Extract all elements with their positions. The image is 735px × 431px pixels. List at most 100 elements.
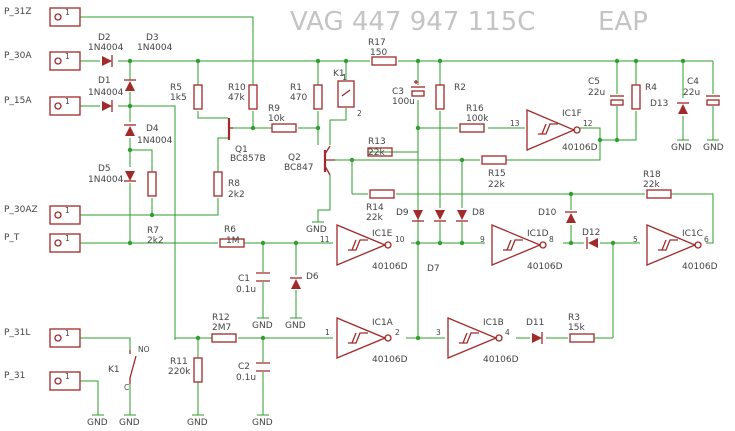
- svg-text:5: 5: [633, 235, 638, 244]
- capacitor-c1: C1 0.1u: [236, 272, 270, 295]
- svg-text:470: 470: [290, 93, 307, 103]
- resistor-r8: R8 2k2: [213, 171, 245, 200]
- resistor-r10: R10 47k: [228, 83, 258, 110]
- svg-text:D3: D3: [146, 33, 159, 43]
- svg-text:40106D: 40106D: [483, 355, 519, 365]
- svg-text:100k: 100k: [466, 114, 489, 124]
- gate-ic1c: IC1C 40106D 5 6: [633, 224, 718, 272]
- capacitor-c5: C5 22u: [588, 77, 624, 106]
- svg-text:2: 2: [357, 109, 362, 118]
- resistor-r16: R16 100k: [459, 104, 489, 133]
- connector-p30az: 1 P_30AZ: [4, 205, 81, 225]
- svg-text:GND: GND: [119, 418, 140, 428]
- svg-text:D6: D6: [306, 272, 319, 282]
- diode-d2: D2 1N4004: [88, 33, 124, 67]
- svg-text:D13: D13: [650, 99, 668, 109]
- svg-text:C: C: [124, 383, 129, 392]
- diode-d5: D5 1N4004: [88, 164, 136, 185]
- gate-ic1b: IC1B 40106D 3 4: [436, 317, 519, 365]
- svg-text:R1: R1: [290, 83, 302, 93]
- svg-text:2k2: 2k2: [228, 190, 245, 200]
- svg-text:D9: D9: [396, 208, 409, 218]
- capacitor-c3: C3 100u: [392, 80, 425, 107]
- svg-text:40106D: 40106D: [372, 355, 408, 365]
- transistor-q1: Q1 BC857B: [227, 118, 266, 164]
- connector-label: P_15A: [4, 96, 32, 106]
- svg-text:R6: R6: [224, 225, 236, 235]
- gate-ic1a: IC1A 40106D 1 2: [325, 317, 408, 365]
- connector-p30a: 1 P_30A: [4, 51, 81, 71]
- junction-dots: [127, 58, 686, 341]
- svg-text:22k: 22k: [488, 180, 505, 190]
- svg-text:22k: 22k: [368, 148, 385, 158]
- svg-text:C5: C5: [588, 77, 600, 87]
- svg-text:4: 4: [505, 328, 510, 337]
- resistor-r11: R11 220k: [168, 357, 203, 383]
- svg-text:D5: D5: [98, 164, 111, 174]
- svg-text:10k: 10k: [268, 114, 285, 124]
- resistor-r1: R1 470: [290, 83, 323, 110]
- diode-d10: D10: [538, 208, 577, 223]
- connector-label: P_31Z: [4, 7, 32, 17]
- resistor-r15: R15 22k: [481, 155, 507, 190]
- diode-d4: D4 1N4004: [124, 124, 173, 146]
- svg-text:BC857B: BC857B: [230, 154, 266, 164]
- svg-text:D8: D8: [472, 208, 485, 218]
- svg-text:IC1B: IC1B: [483, 318, 504, 328]
- svg-text:15k: 15k: [568, 323, 585, 333]
- svg-text:40106D: 40106D: [527, 262, 563, 272]
- svg-text:1N4004: 1N4004: [137, 43, 173, 53]
- svg-text:9: 9: [480, 235, 485, 244]
- svg-text:22k: 22k: [366, 213, 383, 223]
- ground-symbols: GND GND GND GND GND GND GND GND GND: [87, 139, 724, 428]
- diode-d1: D1 1N4004: [88, 76, 124, 112]
- svg-text:150: 150: [370, 48, 387, 58]
- resistor-r9: R9 10k: [268, 104, 297, 133]
- svg-text:10: 10: [395, 235, 405, 244]
- diode-d11: D11: [526, 318, 544, 344]
- resistor-r18: R18 22k: [643, 170, 672, 199]
- connector-label: P_31L: [4, 328, 30, 338]
- resistor-r12: R12 2M7: [211, 313, 237, 343]
- transistor-q2: Q2 BC847: [284, 145, 335, 176]
- gate-ic1f: IC1F 40106D 13 12: [510, 109, 598, 153]
- connector-pt: 1 P_T: [4, 233, 81, 253]
- svg-text:R16: R16: [466, 104, 484, 114]
- connector-label: P_31: [4, 371, 25, 381]
- connector-p15a: 1 P_15A: [4, 96, 81, 116]
- pin-number: 1: [65, 8, 70, 17]
- svg-text:3: 3: [436, 328, 441, 337]
- svg-text:1: 1: [342, 73, 347, 82]
- pin-number: 1: [65, 372, 70, 381]
- svg-text:R4: R4: [645, 83, 657, 93]
- svg-text:D11: D11: [526, 318, 544, 328]
- svg-text:R3: R3: [568, 313, 580, 323]
- resistor-r3: R3 15k: [568, 313, 595, 343]
- svg-text:22k: 22k: [643, 180, 660, 190]
- connector-p31z: 1 P_31Z: [4, 7, 81, 27]
- svg-text:12: 12: [583, 119, 593, 128]
- svg-text:22u: 22u: [588, 88, 605, 98]
- resistor-r4: R4: [631, 83, 657, 110]
- svg-text:1N4004: 1N4004: [137, 136, 173, 146]
- pin-number: 1: [65, 52, 70, 61]
- svg-text:R2: R2: [454, 83, 466, 93]
- svg-text:100u: 100u: [392, 97, 415, 107]
- svg-text:40106D: 40106D: [682, 262, 718, 272]
- svg-text:GND: GND: [671, 143, 692, 153]
- resistor-r14: R14 22k: [366, 189, 395, 223]
- connector-label: P_30A: [4, 51, 32, 61]
- title-suffix: EAP: [598, 7, 648, 37]
- diode-d13: D13: [650, 99, 689, 114]
- svg-text:R10: R10: [228, 83, 246, 93]
- resistor-r7: R7 2k2: [147, 171, 164, 246]
- svg-text:GND: GND: [285, 321, 306, 331]
- svg-text:IC1D: IC1D: [527, 229, 549, 239]
- connector-label: P_T: [4, 233, 20, 243]
- svg-text:40106D: 40106D: [562, 143, 598, 153]
- svg-text:GND: GND: [306, 225, 327, 235]
- svg-text:R13: R13: [368, 137, 386, 147]
- svg-text:R18: R18: [643, 170, 661, 180]
- diode-d8: D8: [456, 208, 485, 222]
